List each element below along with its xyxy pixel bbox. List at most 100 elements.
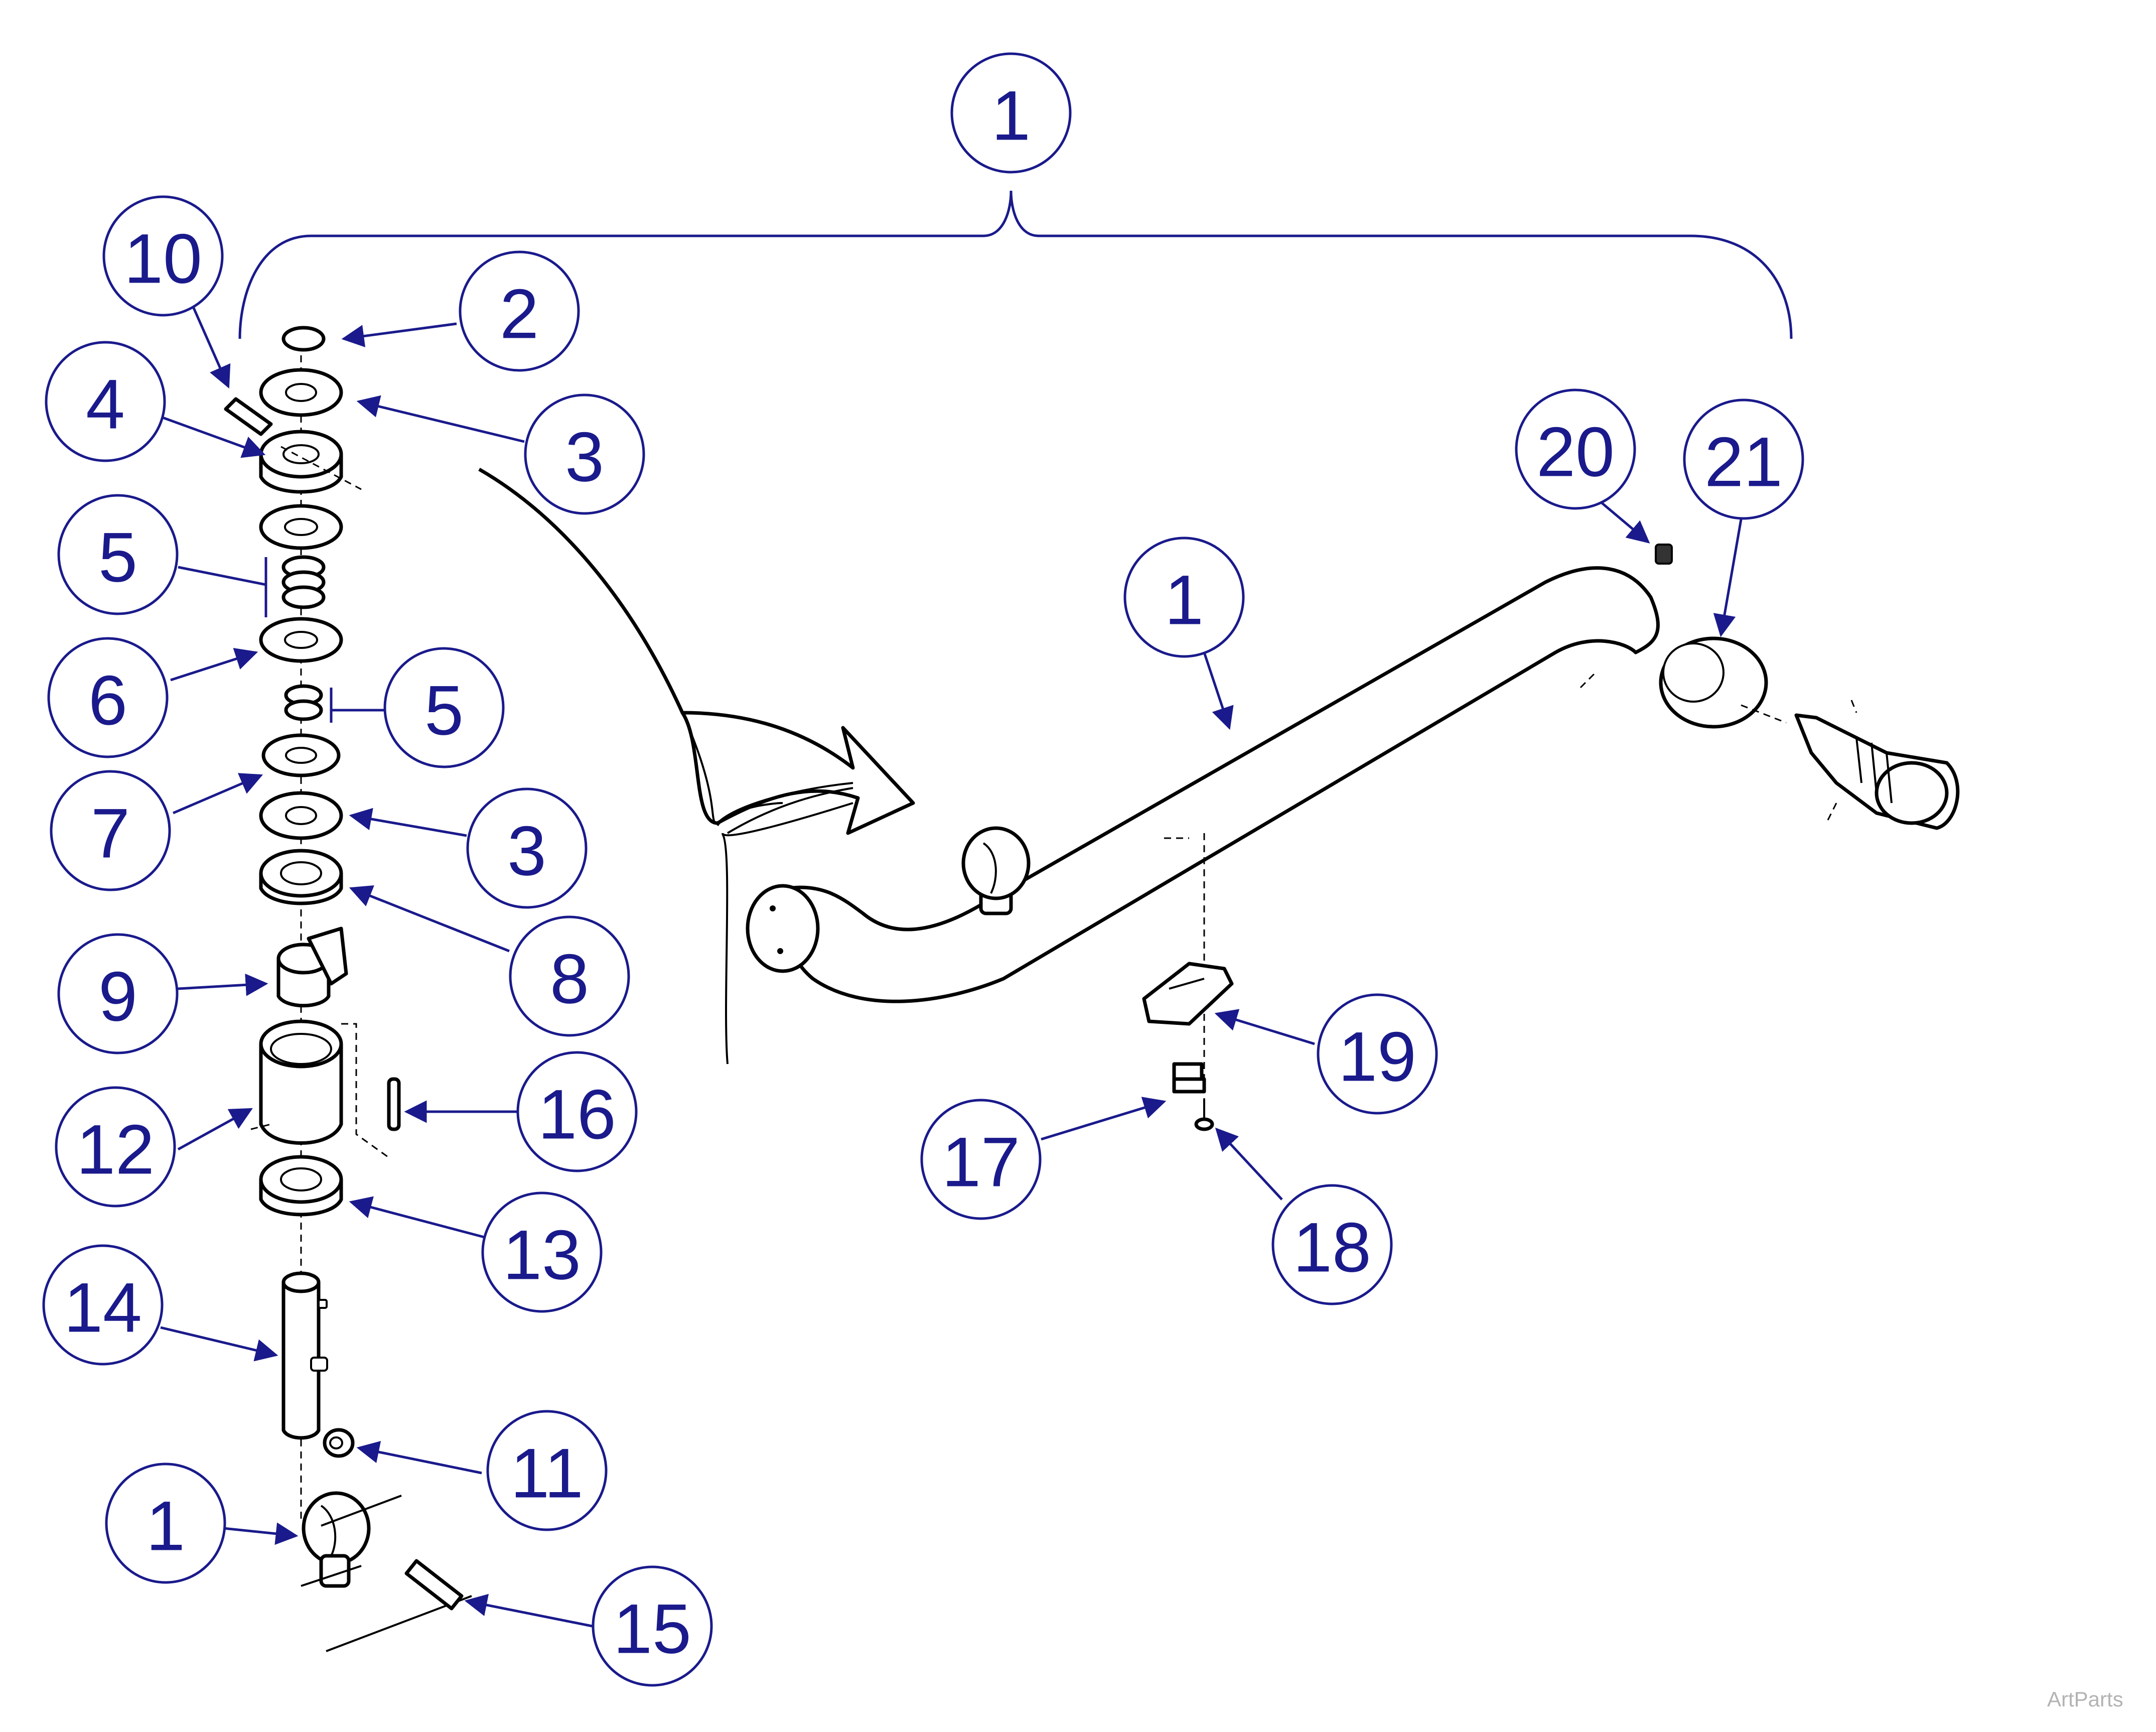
end-fitting <box>1794 700 1960 830</box>
callout-c1-bottom: 1 <box>105 1462 226 1584</box>
callout-number: 5 <box>424 671 464 750</box>
washer-stack-a <box>259 504 343 550</box>
callout-c4: 4 <box>45 341 166 462</box>
callout-number: 7 <box>91 794 130 873</box>
callout-number: 14 <box>64 1268 142 1347</box>
callout-circle <box>466 787 588 909</box>
callout-c5-top: 5 <box>57 494 179 615</box>
callout-circle <box>57 933 179 1054</box>
callout-c21: 21 <box>1683 398 1804 520</box>
callout-c3-mid: 3 <box>466 787 588 909</box>
washer-6 <box>259 617 343 663</box>
screw-18 <box>1194 1099 1214 1131</box>
callout-number: 11 <box>510 1434 583 1513</box>
callout-c10: 10 <box>102 195 224 317</box>
collar-4 <box>259 430 362 494</box>
callout-circle <box>1317 993 1438 1115</box>
leaders <box>153 300 1743 1628</box>
callout-circle <box>509 915 630 1037</box>
retaining-ring-2 <box>281 326 326 352</box>
callout-circle <box>486 1410 608 1531</box>
callout-number: 21 <box>1704 423 1783 501</box>
callout-number: 15 <box>613 1589 691 1668</box>
callout-circle <box>459 250 580 372</box>
callout-circle <box>45 341 166 462</box>
callout-c19: 19 <box>1317 993 1438 1115</box>
callout-number: 13 <box>503 1216 581 1294</box>
callout-number: 1 <box>1165 561 1204 639</box>
callout-c7: 7 <box>50 770 171 891</box>
callout-c1-top: 1 <box>950 52 1072 174</box>
callout-c6: 6 <box>47 637 169 758</box>
pin-16 <box>387 1077 401 1131</box>
shaft-14 <box>281 1271 328 1440</box>
callout-c20: 20 <box>1515 388 1636 510</box>
callout-circle <box>1515 388 1636 510</box>
callout-number: 3 <box>507 812 546 890</box>
callout-number: 6 <box>88 661 127 740</box>
washer-7 <box>261 733 341 777</box>
pin-15 <box>404 1559 464 1611</box>
set-screw-20 <box>1655 544 1673 565</box>
callout-circle <box>102 195 224 317</box>
callout-number: 3 <box>565 418 604 496</box>
flow-arrow-tail <box>681 712 853 825</box>
callout-number: 16 <box>538 1075 616 1154</box>
callout-circle <box>57 494 179 615</box>
cover-19 <box>1142 962 1234 1026</box>
callout-circle <box>950 52 1072 174</box>
callout-c2: 2 <box>459 250 580 372</box>
callout-c17: 17 <box>920 1099 1042 1220</box>
knob-1-bottom <box>301 1491 472 1652</box>
pin-10 <box>224 397 273 436</box>
callout-c13: 13 <box>481 1191 603 1313</box>
callout-c16: 16 <box>516 1051 638 1172</box>
bracket-17 <box>1172 1062 1206 1094</box>
callout-number: 10 <box>124 219 202 298</box>
callout-c15: 15 <box>592 1565 713 1687</box>
washer-3-top <box>259 368 343 417</box>
callout-c3-top: 3 <box>524 393 645 515</box>
callout-circle <box>481 1191 603 1313</box>
flow-arrow-lower-curve <box>722 802 853 1064</box>
washer-3-mid <box>259 791 343 840</box>
callout-c14: 14 <box>42 1244 164 1366</box>
callout-number: 8 <box>550 940 589 1018</box>
callout-number: 1 <box>146 1487 185 1565</box>
spring-washers-5-mid <box>284 684 323 721</box>
callout-number: 9 <box>98 957 137 1036</box>
callout-number: 1 <box>991 76 1031 155</box>
callout-circle <box>50 770 171 891</box>
arm-knob <box>961 826 1031 915</box>
callout-c1-arm: 1 <box>1123 537 1245 658</box>
callout-c12: 12 <box>55 1086 176 1208</box>
callout-number: 20 <box>1536 413 1615 491</box>
callout-circle <box>524 393 645 515</box>
callout-circle <box>105 1462 226 1584</box>
callout-circle <box>42 1244 164 1366</box>
watermark: ArtParts <box>2047 1687 2123 1711</box>
callout-circle <box>55 1086 176 1208</box>
clutch-9 <box>276 926 348 1008</box>
callout-number: 4 <box>86 365 125 444</box>
callout-c8: 8 <box>509 915 630 1037</box>
callout-c9: 9 <box>57 933 179 1054</box>
bearing-8 <box>259 849 343 905</box>
spring-washers-5-top <box>281 555 326 609</box>
callout-circle <box>1123 537 1245 658</box>
callout-circle <box>592 1565 713 1687</box>
callout-number: 12 <box>76 1110 155 1189</box>
callout-c18: 18 <box>1271 1184 1393 1305</box>
callout-number: 18 <box>1293 1208 1371 1287</box>
sleeve-21 <box>1659 636 1787 729</box>
callout-c5-mid: 5 <box>383 647 505 768</box>
callout-c11: 11 <box>486 1410 608 1531</box>
callout-number: 17 <box>942 1123 1020 1202</box>
callout-number: 2 <box>500 275 539 353</box>
callout-circle <box>516 1051 638 1172</box>
callout-circle <box>383 647 505 768</box>
bearing-13 <box>259 1155 343 1217</box>
flow-arrow <box>478 467 915 835</box>
